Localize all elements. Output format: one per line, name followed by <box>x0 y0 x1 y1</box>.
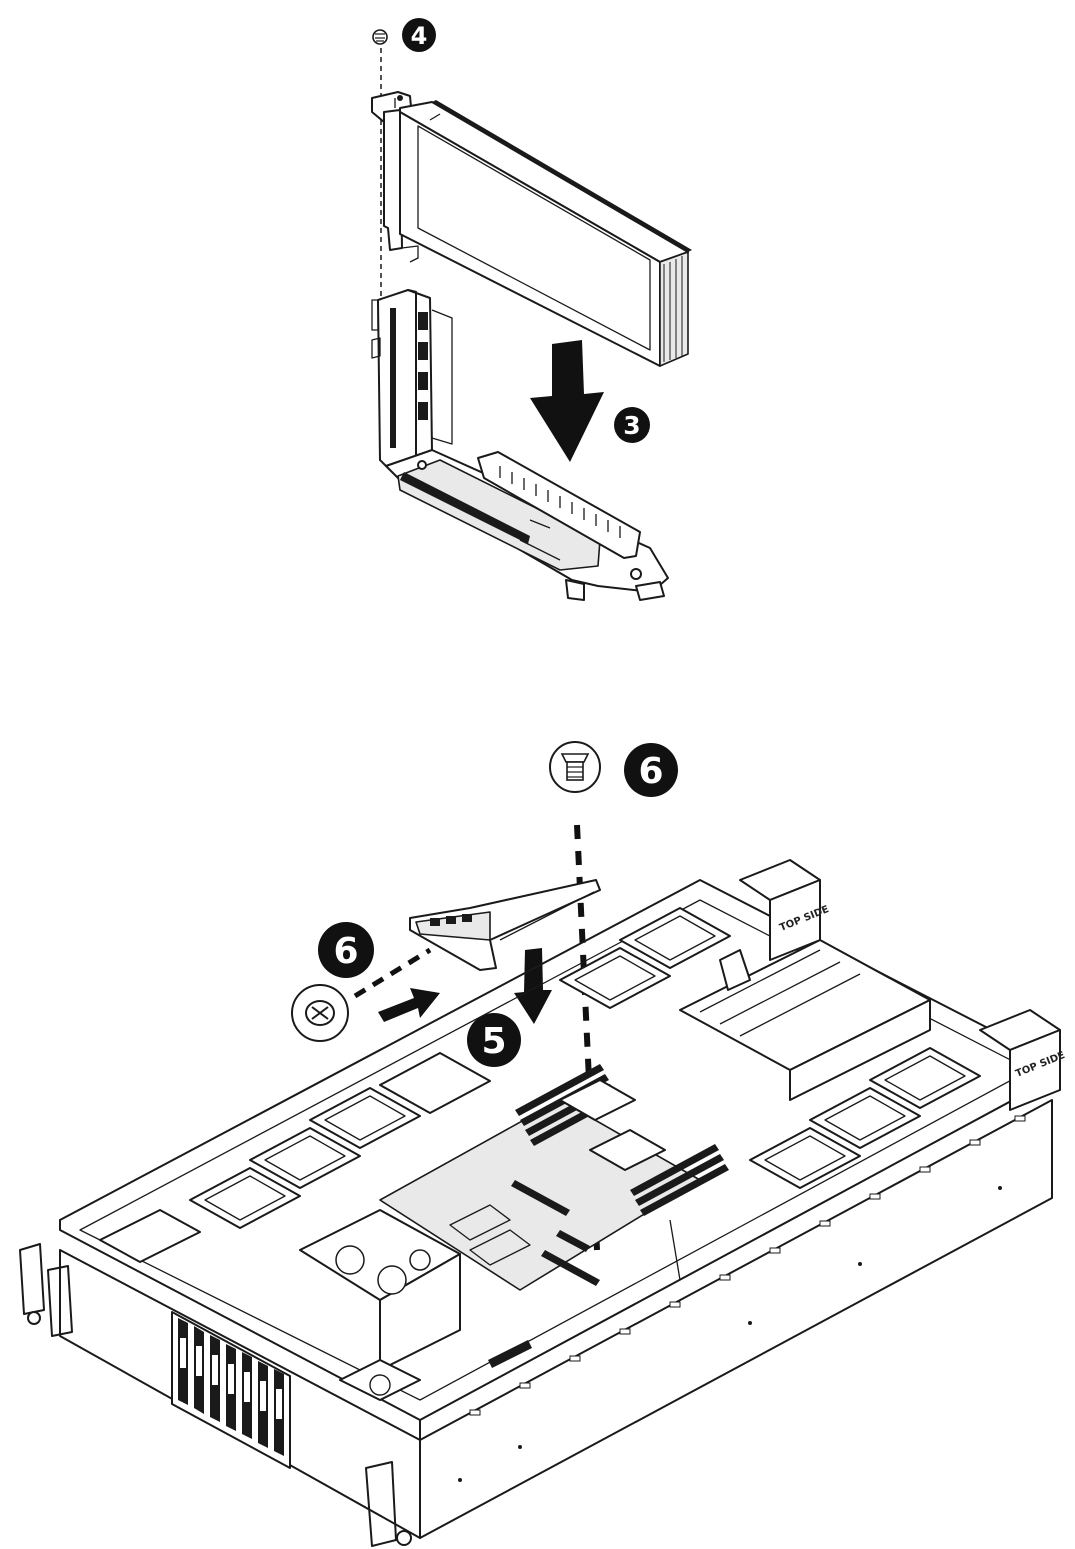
front-fan-cluster <box>299 1209 461 1371</box>
gpu-card-assembly: 4 <box>371 18 692 601</box>
screw-guide-line-left <box>353 947 432 999</box>
server-chassis-assembly: 6 6 <box>19 741 1067 1547</box>
fan-modules-left <box>189 1052 491 1229</box>
gpu-card <box>399 100 692 367</box>
screw-icon <box>549 741 601 793</box>
riser-bracket <box>371 289 669 601</box>
svg-text:6: 6 <box>333 931 358 972</box>
svg-text:5: 5 <box>481 1021 506 1062</box>
motherboard <box>379 1064 729 1291</box>
server-chassis: TOP SIDE TOP SIDE <box>19 859 1067 1547</box>
power-supply-units <box>679 939 931 1101</box>
top-side-box-2: TOP SIDE <box>979 1009 1067 1111</box>
callout-step-6-left: 6 <box>318 922 374 978</box>
callout-step-3: 3 <box>614 407 650 443</box>
svg-text:4: 4 <box>411 22 428 50</box>
screw-guide-line <box>574 824 600 1251</box>
svg-text:6: 6 <box>638 751 663 792</box>
svg-text:3: 3 <box>623 411 640 440</box>
riser-cage-bracket <box>409 879 601 971</box>
fan-modules-right <box>749 1047 981 1189</box>
gpu-card-bracket <box>371 91 419 263</box>
screw-icon <box>372 29 388 45</box>
callout-step-4: 4 <box>402 18 436 52</box>
drive-bays <box>171 1311 291 1469</box>
callout-step-5: 5 <box>467 1013 521 1067</box>
arrow-down-icon <box>514 948 552 1024</box>
screw-icon <box>291 984 349 1042</box>
fan-modules-back <box>559 907 731 1009</box>
callout-step-6-top: 6 <box>624 743 678 797</box>
arrow-down-icon <box>530 340 604 462</box>
arrow-right-icon <box>378 988 440 1022</box>
